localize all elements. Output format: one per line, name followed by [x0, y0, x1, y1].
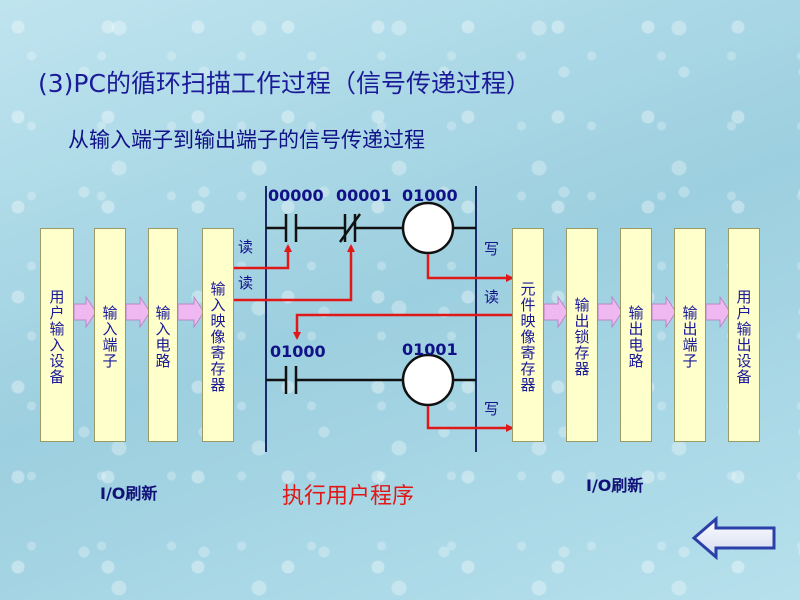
rung-1	[266, 201, 476, 255]
coil-label-01001: 01001	[402, 340, 458, 359]
io-refresh-left: I/O刷新	[100, 484, 158, 503]
element-image-register-box: 元件映像寄存器	[512, 228, 544, 442]
io-refresh-right: I/O刷新	[586, 476, 644, 495]
page-title: (3)PC的循环扫描工作过程（信号传递过程）	[38, 69, 531, 98]
read-label-2: 读	[238, 274, 254, 292]
contact-label-01000: 01000	[270, 342, 326, 361]
flow-arrows-left	[73, 295, 205, 329]
read-label-1: 读	[238, 238, 254, 256]
rung-2	[266, 353, 476, 407]
contact-label-00001: 00001	[336, 186, 392, 205]
user-output-device-box: 用户输出设备	[728, 228, 760, 442]
write-label-2: 写	[484, 400, 500, 418]
page-subtitle: 从输入端子到输出端子的信号传递过程	[68, 128, 425, 152]
input-image-register-box: 输入映像寄存器	[202, 228, 234, 442]
signal-paths	[234, 244, 514, 432]
output-circuit-box: 输出电路	[620, 228, 652, 442]
input-terminal-box: 输入端子	[94, 228, 126, 442]
output-terminal-box: 输出端子	[674, 228, 706, 442]
execute-program-label: 执行用户程序	[282, 484, 415, 509]
coil-label-01000: 01000	[402, 186, 458, 205]
read-label-3: 读	[484, 288, 500, 306]
flow-arrows-right	[543, 295, 731, 329]
user-input-device-box: 用户输入设备	[40, 228, 74, 442]
contact-label-00000: 00000	[268, 186, 324, 205]
output-latch-box: 输出锁存器	[566, 228, 598, 442]
input-circuit-box: 输入电路	[148, 228, 178, 442]
back-button[interactable]	[690, 515, 778, 564]
left-arrow-icon	[691, 515, 776, 561]
write-label-1: 写	[484, 240, 500, 258]
